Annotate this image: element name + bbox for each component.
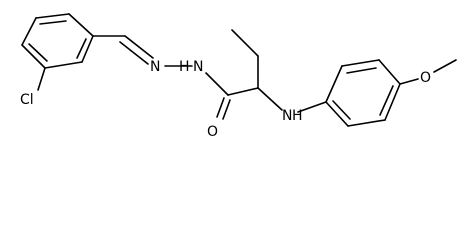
double-bond-inner [39,20,67,25]
bond [341,59,380,67]
bond-hydrazide-carbonyl [205,72,229,96]
bond [378,59,401,85]
chemical-structure-diagram: Cl N N H O N H O [20,13,457,140]
methoxyphenyl-ring [325,59,401,127]
ether-oxygen-label: O [420,70,431,86]
bond [384,83,401,121]
bond [35,13,70,19]
double-bond-inner [28,43,48,62]
bond-carbonyl-alpha-carbon [227,87,259,96]
bond [325,65,343,103]
double-bond-carbonyl [222,99,231,120]
double-bond-inner [379,85,394,116]
bond-ring-ether-oxygen [399,78,419,85]
bond [21,44,46,69]
hydrazide-nitrogen-label: N [193,59,203,75]
chlorine-label: Cl [20,92,34,108]
double-bond-inner [332,100,351,120]
double-bond-inner [346,67,377,74]
bond-methylene-methyl [231,29,259,57]
bond-amine-ring [297,101,327,113]
double-bond-inner [76,38,87,59]
bond [44,61,83,69]
hydrazide-hydrogen-label: H [179,59,190,75]
chlorophenyl-ring [21,13,94,69]
bond-ether-oxygen-methyl [433,59,457,73]
double-bond-methine-imine [119,41,149,65]
amine-hydrogen-label: H [292,108,303,124]
bond-alpha-carbon-amine [257,87,283,111]
imine-nitrogen-label: N [150,59,160,75]
carbonyl-oxygen-label: O [207,124,218,140]
bond [347,119,386,127]
bond [81,35,94,63]
double-bond-carbonyl [216,97,225,118]
bond-ring-chlorine [37,67,46,91]
bond [68,13,94,37]
bond [21,17,37,46]
amine-nitrogen-label: N [282,108,292,124]
bond [325,101,349,127]
double-bond-methine-imine [124,35,154,59]
